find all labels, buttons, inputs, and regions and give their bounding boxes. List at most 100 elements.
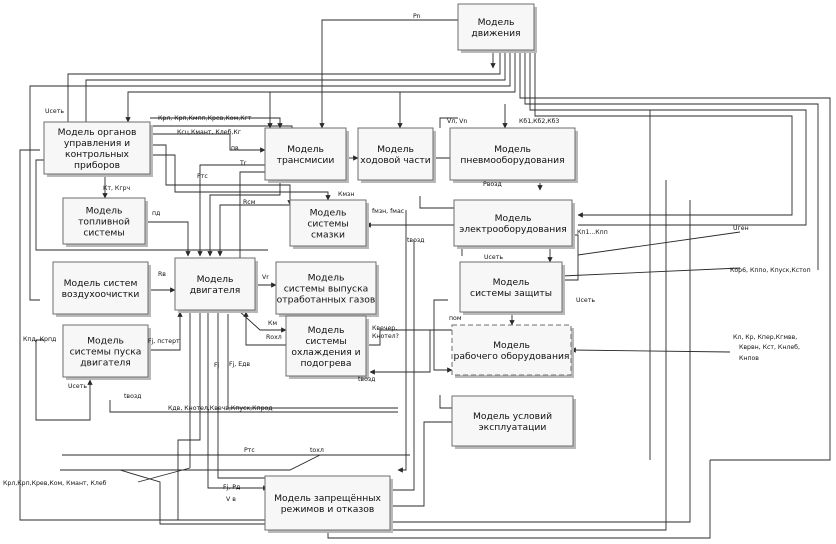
connector [562,234,579,281]
connector [239,171,265,260]
box-frame [449,127,576,181]
connector [390,200,691,523]
box-text-line: системы пуска [70,346,142,357]
connector [125,50,516,123]
box-frame [264,475,391,531]
connector [119,469,268,525]
labels-layer: Pn Uсеть Крл, Крп,Кмпп,Крев,Ком,Кгт Ксц,… [3,13,811,503]
box-text-line: электрооборудования [459,224,567,235]
connector [150,133,266,153]
connector [148,311,183,351]
label-tvozd1: tвозд [407,237,424,244]
box-text-line: системы [307,218,348,229]
connection-lines [19,19,831,539]
connector [60,454,321,471]
connector [109,400,398,413]
label-rv: Rв [158,271,166,278]
box-text-line: Модель запрещённых [274,493,381,504]
box-frame [451,395,574,447]
connector [29,50,511,301]
label-vr: Vr [262,274,269,281]
box-frame [453,199,573,247]
box-frame [459,261,563,313]
label-rsm: Rсм [243,199,256,206]
label-fj-edv: Fj, Едв [229,361,250,368]
box-text-line: Модель условий [473,411,552,422]
connector [227,314,398,409]
connector [439,117,458,128]
connector [519,50,831,461]
connector [390,240,415,491]
box-text-line: Модель [308,272,345,283]
connector [366,329,452,346]
label-ugen: Uген [733,225,749,232]
connector [534,50,793,218]
connector [390,421,452,507]
box-text-line: системы выпуска [284,283,369,294]
label-ksc-group: Ксц,Кмант, Клеб,Кг [177,128,241,136]
box-text-line: управления и [64,138,130,149]
box-frame [174,257,256,311]
connector [217,204,290,257]
box-text-line: подогрева [301,358,352,369]
label-pv: пв [231,145,239,152]
label-kor-group: Кор6, Кппо, Кпуск,Кстоп [730,267,811,274]
label-krl-group: Крл, Крп,Кмпп,Крев,Ком,Кгт [158,115,252,122]
box-frame [457,3,535,51]
box-frame [275,261,377,315]
connector [439,395,452,409]
label-kb-group: Кб1,Кб2,Кб3 [519,117,559,125]
label-kdv-group: Кдв, Кнотел,Квечв,Кпуск,Кпрод [168,405,273,412]
box-text-line: воздухоочистки [62,289,140,300]
box-text-line: Модель [493,277,530,288]
connector [577,231,741,256]
connector [19,149,265,521]
box-text-line: топливной [78,216,130,227]
connector [419,196,454,209]
label-fj-nstart: Fj, пстерт [148,338,180,345]
label-tr: Тr [239,160,247,167]
label-kvrav-group: Кврвн, Кст, Кнлеб, [739,343,800,351]
label-kkotelr: Кнотел? [372,333,399,340]
label-fmzn: fмзн, fмас [372,208,405,215]
connector [243,311,286,346]
connector [433,299,453,373]
label-pn: Pn [413,13,421,20]
box-frame [285,315,367,377]
connector [561,267,741,277]
connector [217,310,271,481]
box-text-line: Модель [308,325,345,336]
label-toxl: tохл [310,447,324,454]
box-text-line: Модель [495,213,532,224]
box-frame [62,324,149,378]
label-vv: V в [226,496,236,503]
connector [570,347,731,353]
box-text-line: контрольных [65,149,130,160]
label-kpd-krpd: Кпд, Крпд [23,336,56,343]
box-text-line: двигателя [190,285,241,296]
label-rvozd: Рвозд [483,181,502,188]
box-text-line: пневмооборудования [460,155,564,166]
box-text-line: режимов и отказов [281,504,375,515]
connector [150,125,293,128]
box-frame [62,197,146,245]
connector [388,180,667,531]
connector [397,210,407,473]
box-text-line: движения [471,28,520,39]
label-kt-krch: Кт, Кгрч [103,185,131,192]
label-tvozd2: tвозд [124,393,141,400]
label-kmzn: Кмзн [338,191,354,198]
connector [369,330,431,375]
label-usety-left: Uсеть [68,383,87,390]
box-text-line: двигателя [80,357,131,368]
